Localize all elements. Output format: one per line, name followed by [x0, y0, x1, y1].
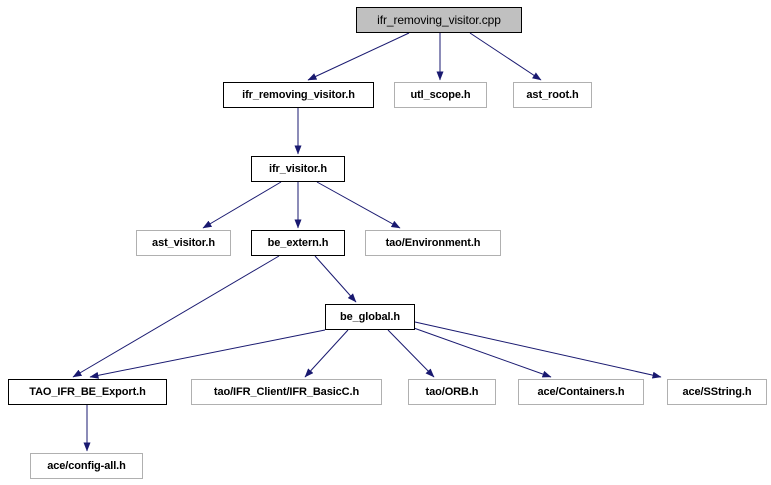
graph-node-irvh[interactable]: ifr_removing_visitor.h: [223, 82, 374, 108]
graph-node-root[interactable]: ifr_removing_visitor.cpp: [356, 7, 522, 33]
graph-node-label: tao/IFR_Client/IFR_BasicC.h: [213, 385, 360, 398]
graph-node-ifrbasic[interactable]: tao/IFR_Client/IFR_BasicC.h: [191, 379, 382, 405]
graph-node-label: ifr_visitor.h: [269, 162, 327, 175]
graph-node-taoenv[interactable]: tao/Environment.h: [365, 230, 501, 256]
graph-node-label: ast_root.h: [526, 88, 579, 101]
graph-node-label: ifr_removing_visitor.h: [242, 88, 355, 101]
graph-node-aceconfig[interactable]: ace/config-all.h: [30, 453, 143, 479]
graph-node-label: ace/Containers.h: [537, 385, 625, 398]
graph-node-taoexport[interactable]: TAO_IFR_BE_Export.h: [8, 379, 167, 405]
edge-beextern-to-taoexport: [72, 255, 280, 378]
graph-node-ifrvisitor[interactable]: ifr_visitor.h: [251, 156, 345, 182]
edge-beglobal-to-ifrbasic: [304, 329, 349, 378]
edge-beglobal-to-taoorb: [387, 329, 435, 378]
edge-beglobal-to-taoexport: [89, 329, 326, 379]
edge-beglobal-to-acesstring: [414, 321, 662, 379]
graph-node-astvisitor[interactable]: ast_visitor.h: [136, 230, 231, 256]
graph-node-label: ace/SString.h: [682, 385, 752, 398]
graph-node-label: be_extern.h: [267, 236, 329, 249]
graph-node-beextern[interactable]: be_extern.h: [251, 230, 345, 256]
graph-node-label: ast_visitor.h: [152, 236, 215, 249]
graph-node-utlscope[interactable]: utl_scope.h: [394, 82, 487, 108]
graph-node-acesstring[interactable]: ace/SString.h: [667, 379, 767, 405]
graph-node-label: ace/config-all.h: [47, 459, 126, 472]
graph-node-beglobal[interactable]: be_global.h: [325, 304, 415, 330]
graph-node-acecont[interactable]: ace/Containers.h: [518, 379, 644, 405]
edge-root-to-irvh: [307, 32, 410, 81]
graph-node-label: utl_scope.h: [410, 88, 471, 101]
graph-node-label: tao/Environment.h: [385, 236, 481, 249]
graph-node-label: TAO_IFR_BE_Export.h: [29, 385, 146, 398]
edge-ifrvisitor-to-astvisitor: [202, 181, 282, 229]
edge-beextern-to-beglobal: [314, 255, 357, 303]
edge-root-to-astroot: [469, 32, 542, 81]
graph-node-label: be_global.h: [339, 310, 401, 323]
graph-node-label: ifr_removing_visitor.cpp: [377, 13, 501, 27]
graph-node-label: tao/ORB.h: [425, 385, 479, 398]
graph-node-astroot[interactable]: ast_root.h: [513, 82, 592, 108]
edge-beglobal-to-acecont: [410, 326, 552, 378]
graph-node-taoorb[interactable]: tao/ORB.h: [408, 379, 496, 405]
edge-ifrvisitor-to-taoenv: [316, 181, 401, 229]
